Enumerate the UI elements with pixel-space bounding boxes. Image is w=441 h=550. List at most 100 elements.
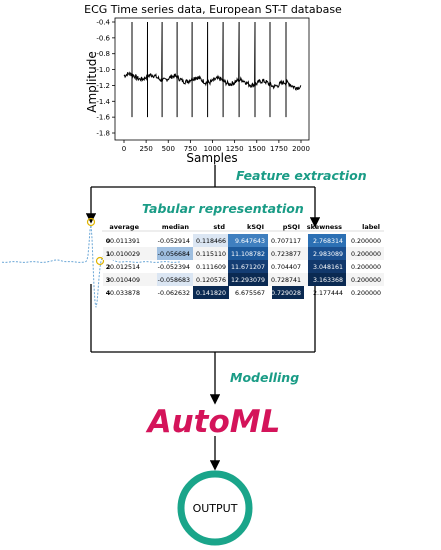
ecg-plot-frame — [114, 17, 310, 141]
table-cell: -0.010029 — [108, 251, 140, 258]
x-tick-label: 250 — [139, 145, 152, 153]
table-cell: -0.062632 — [158, 290, 190, 297]
table-column-header: label — [362, 223, 380, 231]
table-row: 1-0.010029 -0.056684 0.115110 11.108782 0.72… — [103, 247, 384, 260]
single-beat-waveform — [1, 217, 181, 308]
table-cell: 2.768314 — [313, 238, 343, 245]
x-tick-label: 1000 — [204, 145, 222, 153]
table-row-index: 3 — [106, 276, 111, 284]
table-cell: 6.675567 — [235, 290, 265, 297]
table-column-header: kSQI — [247, 223, 264, 231]
flow-connectors — [85, 165, 321, 471]
y-tick-label: -1.0 — [96, 66, 110, 74]
table-cell: 0.200000 — [351, 277, 381, 284]
feature-extraction-label: Feature extraction — [236, 168, 367, 183]
table-cell-shade — [193, 286, 229, 299]
table-row: 0-0.011391 -0.052914 0.118466 9.647643 0.707… — [106, 234, 381, 247]
table-cell: 2.177444 — [313, 290, 343, 297]
y-tick-label: -1.6 — [96, 114, 110, 122]
ecg-x-ticks: 0 250 500 750 1000 1250 1500 1750 2000 — [122, 140, 310, 153]
table-cell: 0.115110 — [196, 251, 226, 258]
table-row-index: 2 — [106, 263, 111, 271]
table-cell: 11.108782 — [231, 251, 265, 258]
y-tick-label: -1.8 — [96, 130, 110, 138]
table-cell: -0.010409 — [108, 277, 140, 284]
table-column-header: pSQI — [283, 223, 300, 231]
table-row-index: 1 — [106, 250, 111, 258]
table-cell-shade — [228, 234, 268, 247]
table-cell-shade — [272, 286, 304, 299]
table-column-header: median — [162, 223, 189, 231]
table-cell: 3.163368 — [313, 277, 343, 284]
table-cell: 0.111609 — [196, 264, 226, 271]
y-tick-label: -0.6 — [96, 34, 110, 42]
ecg-y-ticks: -0.4 -0.6 -0.8 -1.0 -1.2 -1.4 -1.6 -1.8 — [96, 19, 115, 138]
table-cell: 0.141820 — [196, 290, 226, 297]
table-cell-shade — [228, 260, 268, 273]
table-row-index: 4 — [106, 289, 111, 297]
table-cell: 0.707117 — [271, 238, 301, 245]
tabular-representation-label: Tabular representation — [142, 201, 304, 216]
table-cell: -0.012514 — [108, 264, 140, 271]
table-cell: 11.671207 — [231, 264, 265, 271]
beat-signal-line — [1, 225, 181, 308]
table-cell: 0.120576 — [196, 277, 226, 284]
table-column-header: average — [109, 223, 139, 231]
table-cell: 0.723877 — [271, 251, 301, 258]
table-cell: 9.647643 — [235, 238, 265, 245]
beat-t-wave-marker — [95, 256, 105, 266]
table-column-header: skewness — [307, 223, 342, 231]
table-cell: -0.052914 — [158, 238, 190, 245]
table-cell: -0.033878 — [108, 290, 140, 297]
table-cell-shade — [228, 273, 268, 286]
x-tick-label: 1750 — [270, 145, 288, 153]
table-cell: 0.200000 — [351, 264, 381, 271]
x-tick-label: 750 — [184, 145, 197, 153]
table-cell: -0.058683 — [158, 277, 190, 284]
table-cell-shade — [308, 260, 346, 273]
table-row: 2-0.012514 -0.052394 0.111609 11.671207 0.70… — [106, 260, 381, 273]
ecg-signal-line — [123, 21, 302, 118]
ecg-plot-title: ECG Time series data, European ST-T data… — [84, 3, 342, 16]
table-cell-shade — [228, 247, 268, 260]
table-cell-shade — [308, 273, 346, 286]
table-cell: 0.728741 — [271, 277, 301, 284]
output-label: OUTPUT — [193, 502, 238, 515]
y-tick-label: -0.4 — [96, 19, 110, 27]
x-tick-label: 500 — [162, 145, 175, 153]
y-tick-label: -1.4 — [96, 98, 110, 106]
table-cell: 0.704407 — [271, 264, 301, 271]
table-cell: -0.011391 — [108, 238, 140, 245]
table-cell: 0.200000 — [351, 238, 381, 245]
output-ring — [177, 470, 253, 546]
table-cell: 0.200000 — [351, 251, 381, 258]
table-row-index: 0 — [106, 237, 111, 245]
table-cell: 3.048161 — [313, 264, 343, 271]
y-tick-label: -0.8 — [96, 50, 110, 58]
table-cell: 0.729028 — [271, 290, 301, 297]
table-cell-shade — [157, 273, 193, 286]
x-tick-label: 1500 — [248, 145, 266, 153]
table-cell-shade — [193, 234, 229, 247]
table-cell: 0.118466 — [196, 238, 226, 245]
table-cell: 12.293079 — [231, 277, 265, 284]
table-cell-shade — [308, 247, 346, 260]
y-tick-label: -1.2 — [96, 82, 110, 90]
table-cell: 0.200000 — [351, 290, 381, 297]
table-cell: 2.983089 — [313, 251, 343, 258]
table-cell-shade — [157, 247, 193, 260]
beat-peak-marker — [86, 217, 96, 227]
table-row: 3-0.010409 -0.058683 0.120576 12.293079 0.72… — [103, 273, 384, 286]
automl-title: AutoML — [145, 404, 281, 440]
x-tick-label: 0 — [122, 145, 126, 153]
table-column-header: std — [213, 223, 225, 231]
table-cell: -0.052394 — [158, 264, 190, 271]
ecg-plot: ECG Time series data, European ST-T data… — [84, 3, 342, 165]
x-tick-label: 2000 — [292, 145, 310, 153]
modelling-label: Modelling — [230, 370, 299, 385]
table-cell: -0.056684 — [158, 251, 190, 258]
ecg-x-axis-label: Samples — [186, 151, 237, 165]
x-tick-label: 1250 — [226, 145, 244, 153]
table-cell-shade — [308, 234, 346, 247]
